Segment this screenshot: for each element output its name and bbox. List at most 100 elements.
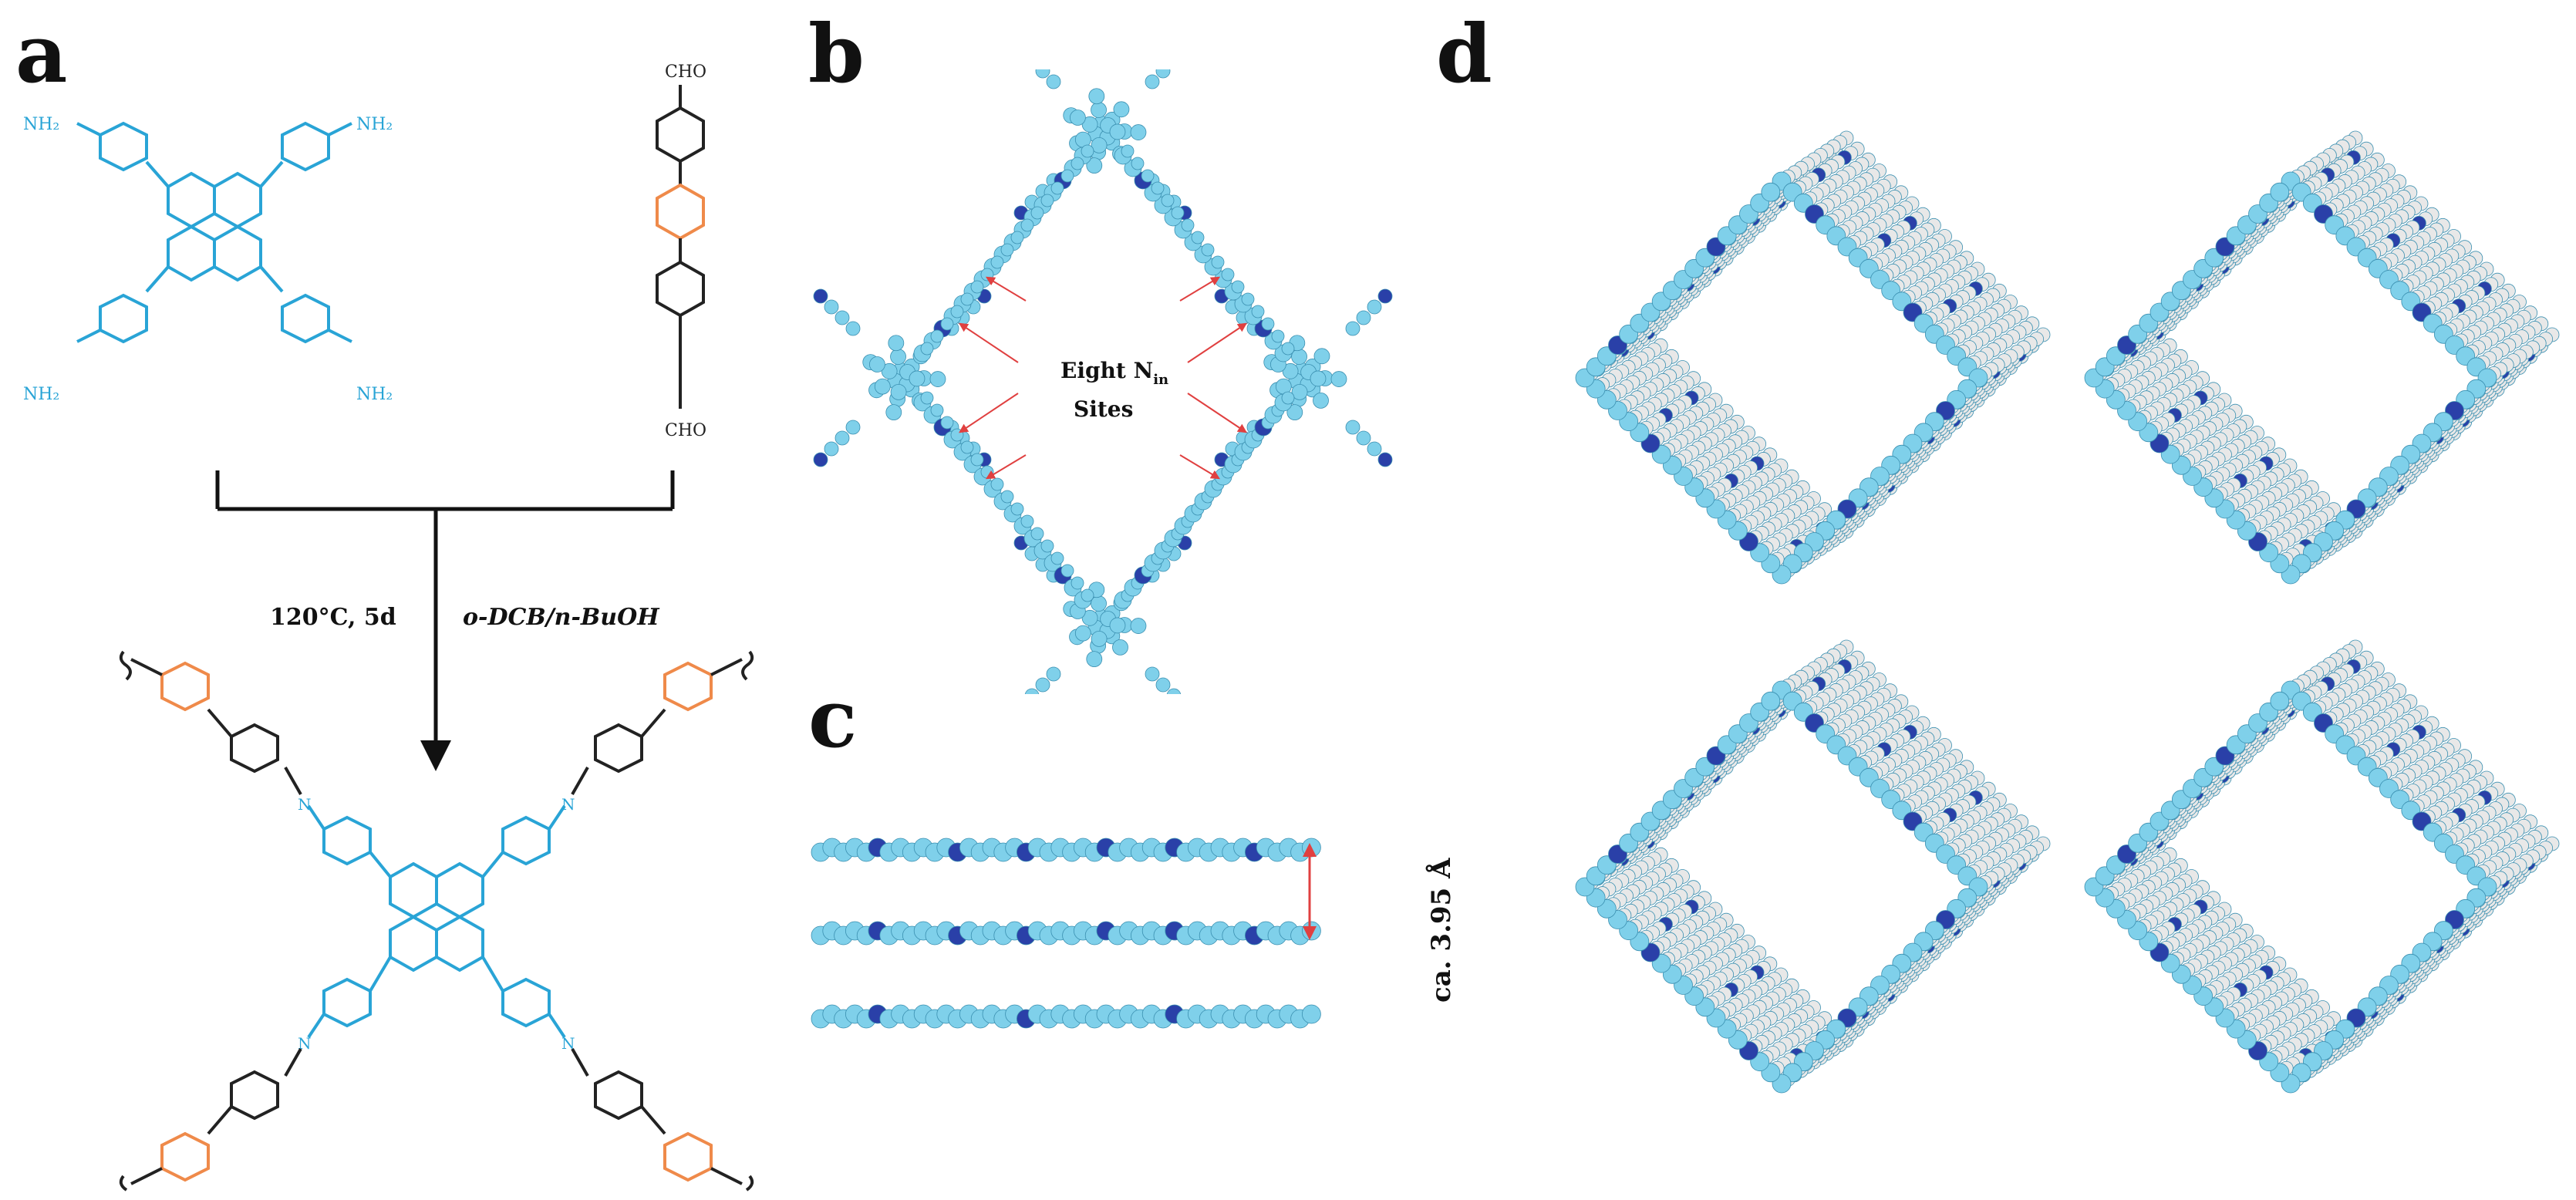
panel-label-c: c (808, 671, 858, 766)
layer-atom (1302, 838, 1321, 858)
linker-atom (1000, 243, 1014, 257)
synthesis-scheme: NH₂ NH₂ NH₂ NH₂ CHO CHO 120°C, 5d o-DCB/… (23, 62, 754, 1192)
linker-atom (1151, 181, 1165, 195)
node-atom (885, 404, 902, 421)
layer-atom (1302, 1004, 1321, 1024)
node-atom (890, 383, 907, 400)
node-atom (1109, 123, 1126, 140)
pore-model: Eight Nin Sites (813, 69, 1393, 694)
linker-atom (1020, 514, 1034, 528)
node-atom (1091, 630, 1108, 647)
linker-atom (970, 280, 984, 294)
framework-atom (1761, 691, 1781, 711)
node-atom (1130, 124, 1147, 140)
node-arm-atom (835, 430, 850, 446)
linker-atom (1060, 564, 1074, 578)
linker-atom (1161, 194, 1175, 207)
node-atom (1112, 639, 1128, 656)
conditions-temperature: 120°C, 5d (270, 604, 396, 631)
node-arm-atom (835, 310, 850, 325)
linker-atom (1010, 231, 1024, 244)
node-arm-atom (813, 288, 828, 304)
node-atom (1113, 101, 1130, 118)
linker-atom (1010, 502, 1024, 516)
node-arm-atom (1377, 452, 1393, 467)
pore-framework (813, 69, 1393, 694)
reaction-arrow: 120°C, 5d o-DCB/n-BuOH (215, 470, 675, 771)
linker-atom (1071, 576, 1084, 590)
conditions-solvent: o-DCB/n-BuOH (463, 604, 660, 631)
framework-atom (1761, 182, 1781, 202)
node-atom (1081, 116, 1098, 133)
linker-atom (1020, 218, 1034, 232)
node-atom (1086, 157, 1103, 174)
linker-atom (920, 391, 934, 405)
linker-atom (1030, 527, 1044, 541)
node-atom (890, 349, 906, 365)
linker-atom (1281, 391, 1295, 405)
linker-atom (920, 342, 934, 356)
node-arm-atom (1377, 288, 1393, 304)
node-arm-atom (1367, 441, 1382, 457)
linker-atom (1081, 588, 1094, 602)
node-atom (1086, 651, 1103, 668)
linker-atom (1121, 144, 1135, 158)
linker-atom (1241, 292, 1255, 306)
node-arm-atom (1356, 430, 1371, 446)
node-atom (868, 356, 885, 372)
node-arm-atom (845, 321, 861, 336)
linker-atom (1050, 551, 1064, 565)
panel-label-d: d (1436, 6, 1492, 101)
linker-atom (1261, 317, 1275, 331)
node-arm-atom (1345, 420, 1360, 435)
linker-atom (1131, 157, 1145, 170)
linker-atom (1141, 169, 1155, 183)
linker-atom (1050, 181, 1064, 195)
node-arm-atom (824, 441, 839, 457)
node-atom (1291, 383, 1308, 400)
layer-stacking: ca. 3.95 Å (811, 838, 1457, 1029)
node-arm-atom (1155, 677, 1171, 693)
node-arm-atom (1035, 69, 1050, 79)
linker-atom (1231, 280, 1245, 294)
linker-atom (1040, 539, 1054, 553)
pyrene-amine-monomer: NH₂ NH₂ NH₂ NH₂ (23, 115, 393, 404)
node-atom (1313, 392, 1329, 409)
layer-atom (1302, 921, 1321, 941)
node-arm-atom (1155, 69, 1171, 79)
linker-atom (1181, 218, 1195, 232)
linker-atom (930, 403, 944, 417)
linker-atom (960, 440, 974, 454)
aldehyde-label-2: CHO (665, 421, 706, 440)
node-arm-atom (845, 420, 861, 435)
amine-label-3: NH₂ (23, 385, 59, 404)
pore-label-sites: Sites (1074, 396, 1133, 422)
imine-n-2: N (561, 795, 575, 814)
imine-n-4: N (561, 1034, 575, 1053)
linker-atom (1281, 342, 1295, 356)
linker-atom (1030, 206, 1044, 220)
node-atom (909, 370, 926, 387)
node-atom (1088, 88, 1105, 105)
node-arm-atom (1145, 666, 1160, 682)
aldehyde-label-1: CHO (665, 62, 706, 82)
node-atom (888, 335, 905, 352)
node-atom (1330, 371, 1347, 387)
node-arm-atom (1356, 310, 1371, 325)
node-atom (1091, 137, 1108, 153)
node-arm-atom (1046, 666, 1061, 682)
node-atom (881, 362, 898, 379)
node-arm-atom (1024, 688, 1040, 694)
node-atom (1282, 362, 1299, 379)
node-atom (1286, 404, 1303, 421)
node-arm-atom (813, 452, 828, 467)
stacked-layer-1 (811, 838, 1321, 862)
stacked-layer-3 (811, 1004, 1321, 1029)
node-atom (1109, 617, 1126, 634)
framework-atom (2270, 182, 2290, 202)
panel-label-b: b (808, 6, 865, 101)
node-atom (1074, 625, 1091, 642)
linker-atom (1211, 255, 1225, 269)
imine-n-3: N (298, 1034, 312, 1053)
linker-atom (1000, 490, 1014, 504)
